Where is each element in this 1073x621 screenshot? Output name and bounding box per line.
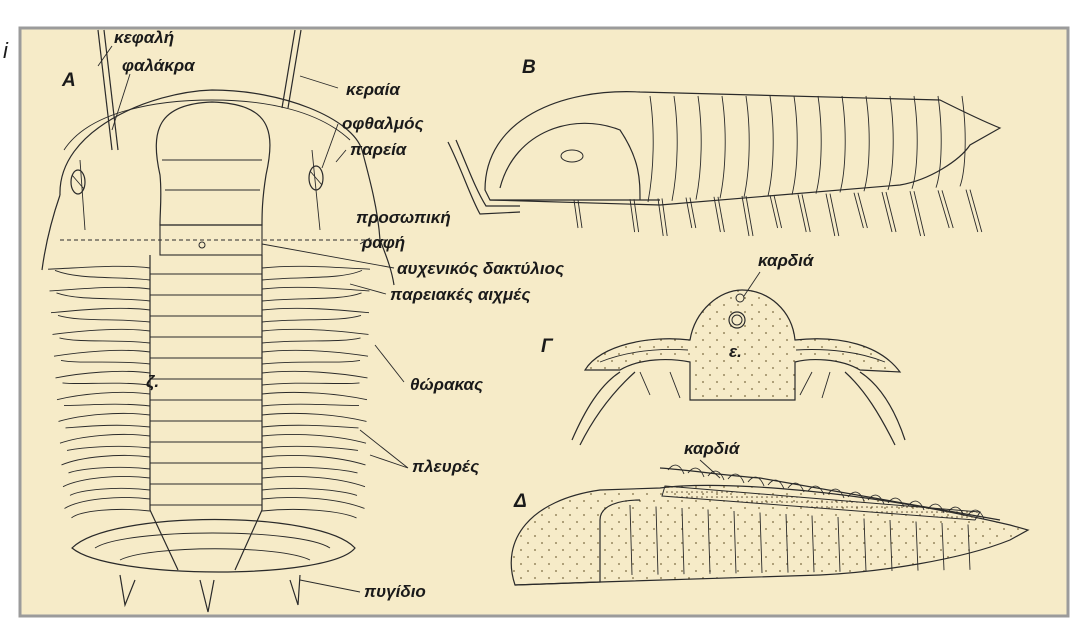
- label-auxenikos: αυχενικός δακτύλιος: [397, 259, 564, 278]
- label-kefali: κεφαλή: [114, 28, 174, 47]
- label-thorakas: θώρακας: [410, 375, 483, 394]
- label-prosopiki: προσωπική: [356, 208, 451, 227]
- label-falakra: φαλάκρα: [122, 56, 196, 75]
- label-epsilon: ε.: [729, 342, 742, 361]
- label-pygidio: πυγίδιο: [364, 582, 426, 601]
- label-rafi: ραφή: [361, 233, 405, 252]
- panel-label-d: Δ: [513, 491, 527, 512]
- panel-label-c: Γ: [541, 336, 554, 357]
- label-keraia: κεραία: [346, 80, 401, 99]
- panel-label-b: B: [522, 57, 536, 78]
- label-pareiakes: παρειακές αιχμές: [390, 285, 530, 304]
- label-pareia: παρεία: [350, 140, 408, 159]
- label-ofthalmos: οφθαλμός: [342, 114, 424, 133]
- panel-label-a: A: [61, 70, 76, 91]
- label-kardia-c: καρδιά: [758, 251, 815, 270]
- label-zeta: ζ.: [146, 372, 159, 391]
- label-kardia-d: καρδιά: [684, 439, 741, 458]
- label-pleures: πλευρές: [412, 457, 479, 476]
